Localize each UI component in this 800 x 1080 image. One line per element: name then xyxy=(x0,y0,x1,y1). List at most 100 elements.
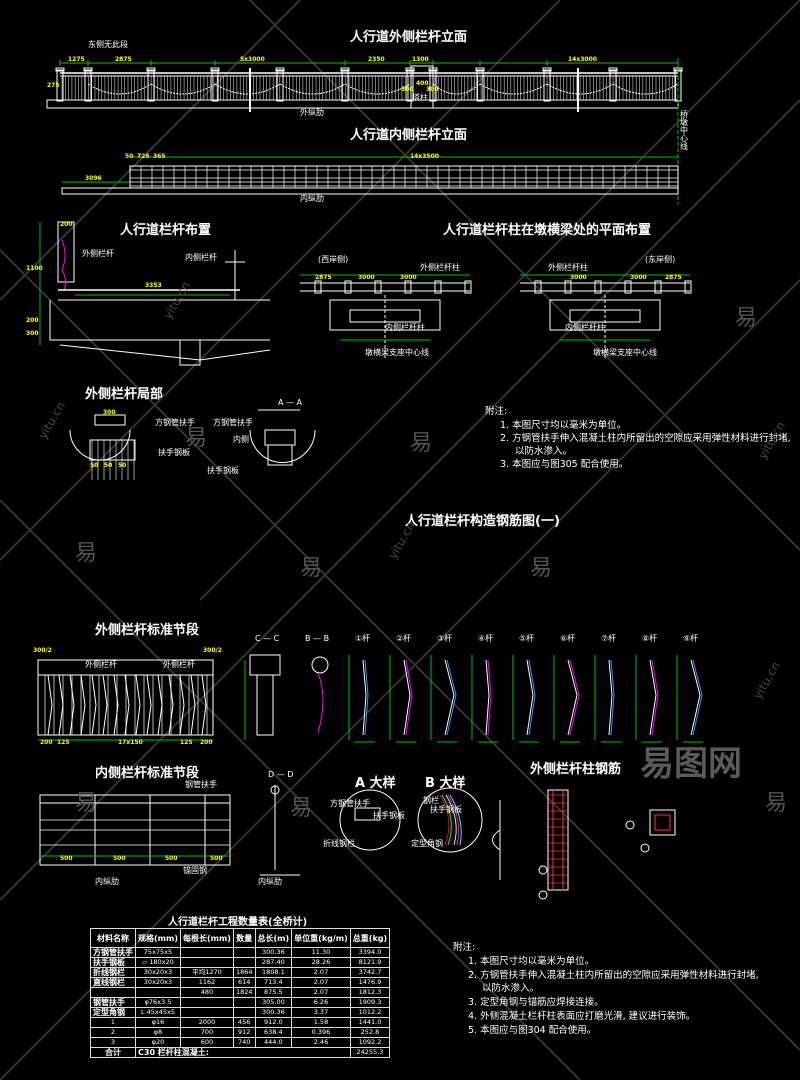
dim-text: 1100 xyxy=(26,265,43,272)
watermark-site: yitu.cn xyxy=(750,659,783,701)
dim-text: 17x150 xyxy=(118,739,143,746)
dim-text: 200 xyxy=(200,739,213,746)
plate xyxy=(89,439,136,461)
post-cap xyxy=(608,67,618,72)
dim-text: 275 xyxy=(47,82,60,89)
bar-label-6: ⑥杆 xyxy=(560,633,575,643)
callout xyxy=(538,890,548,900)
dim-text: 50 xyxy=(90,462,98,469)
dim-text: 14x3500 xyxy=(410,153,439,160)
label: 钢栏 xyxy=(423,795,439,805)
bar-shape xyxy=(567,659,578,736)
dim-text: 3000 xyxy=(358,274,375,281)
dim-text: 3000 xyxy=(570,274,587,281)
table-cell: 912.0 xyxy=(254,1017,293,1028)
bar-shape xyxy=(444,659,455,736)
post xyxy=(56,69,64,102)
detail-a-tube xyxy=(354,807,381,821)
label: 扶手钢板 xyxy=(207,465,239,475)
bent-bar xyxy=(80,674,86,736)
detail-b-rebar xyxy=(439,794,450,846)
bb-tube xyxy=(311,656,329,674)
note-item: 4. 外侧混凝土栏杆柱表面应打磨光滑, 建议进行装饰。 xyxy=(468,1010,695,1022)
label: 钢管扶手 xyxy=(185,779,217,789)
post xyxy=(406,69,414,102)
table-header-cell: 单位重(kg/m) xyxy=(291,928,351,948)
notes-2: 附注: 1. 本图尺寸均以毫米为单位。 2. 方钢管扶手伸入混凝土柱内所留出的空… xyxy=(453,941,759,1036)
label: 方钢管扶手 xyxy=(155,417,195,427)
table-cell: 1864 xyxy=(232,967,256,978)
table-cell: 定型角钢 xyxy=(90,1007,136,1018)
dim-text: 300 xyxy=(103,409,116,416)
stirrup-section xyxy=(654,814,671,831)
bent-bar xyxy=(135,674,141,736)
table-cell: 614 xyxy=(232,977,256,988)
beam xyxy=(59,344,271,361)
bar-shape xyxy=(403,659,411,736)
dd-tube xyxy=(270,785,280,795)
detail-b-rebar xyxy=(441,794,452,846)
inner-post-label: 内侧栏杆柱 xyxy=(565,322,605,332)
table-cell: 折线钢栏 xyxy=(90,967,136,978)
note-item: 3. 本图应与图305 配合使用。 xyxy=(500,458,628,470)
table-cell: φ20 xyxy=(135,1037,181,1048)
post-plan xyxy=(434,280,442,294)
note-item: 以防水渗入。 xyxy=(515,445,572,457)
bent-bar xyxy=(102,674,108,736)
table-cell: 2.07 xyxy=(291,967,351,978)
watermark-line xyxy=(0,99,800,901)
dim-text: 500 xyxy=(165,855,178,862)
west-label: (西岸侧) xyxy=(318,254,348,264)
table-cell: 28.26 xyxy=(291,957,351,968)
bent-bar xyxy=(190,674,196,736)
table-cell: 300.36 xyxy=(254,1007,293,1018)
table-cell: 444.0 xyxy=(254,1037,293,1048)
watermark-char: 易 xyxy=(75,791,97,816)
callout xyxy=(538,865,548,875)
inner-std-title: 内侧栏杆标准节段 xyxy=(95,765,199,781)
table-header-cell: 每根长(mm) xyxy=(179,928,234,948)
table-cell: φ8 xyxy=(135,1027,181,1038)
table-header-cell: 材料名称 xyxy=(90,928,136,948)
table-cell: 平均1270 xyxy=(179,967,234,978)
label: 外侧栏杆 xyxy=(85,659,117,669)
rebar xyxy=(61,239,67,291)
watermark-char: 易 xyxy=(735,306,757,331)
handrail xyxy=(94,414,126,426)
table-cell: 1909.3 xyxy=(349,997,391,1008)
tower-label: 塔柱 xyxy=(412,92,428,102)
rail-chain xyxy=(479,83,548,95)
watermark-line xyxy=(0,499,581,1080)
bent-bar xyxy=(124,674,130,736)
table-cell: 1808.1 xyxy=(254,967,293,978)
table-cell: 1092.2 xyxy=(349,1037,391,1048)
section-label: C — C xyxy=(255,634,280,643)
post-plan xyxy=(344,280,352,294)
label: 锚固钢 xyxy=(183,865,207,875)
label: 外侧栏杆 xyxy=(163,659,195,669)
bar-label-4: ④杆 xyxy=(478,633,493,643)
post-cap xyxy=(83,67,93,72)
table-cell: 305.00 xyxy=(254,997,293,1008)
detail-b-rebar xyxy=(443,794,455,846)
bar-shape xyxy=(649,659,657,736)
section-label: D — D xyxy=(268,770,293,779)
bar-shape xyxy=(526,659,534,736)
section-post xyxy=(267,444,293,466)
note-item: 1. 本图尺寸均以毫米为单位。 xyxy=(500,419,626,431)
dim-text: 365 xyxy=(153,153,166,160)
post-plan xyxy=(564,280,572,294)
watermark-line xyxy=(199,0,800,601)
table-cell: L 45x45x5 xyxy=(135,1007,181,1018)
std-frame xyxy=(37,674,214,736)
dim-text: 300 xyxy=(401,86,414,93)
quantity-table: 材料名称规格(mm)每根长(mm)数量总长(m)单位重(kg/m)总重(kg) … xyxy=(90,928,391,1058)
bar-shape xyxy=(487,659,492,736)
bent-bar xyxy=(91,674,97,736)
bent-bar xyxy=(146,674,152,736)
watermark-site: yitu.cn xyxy=(35,399,68,441)
